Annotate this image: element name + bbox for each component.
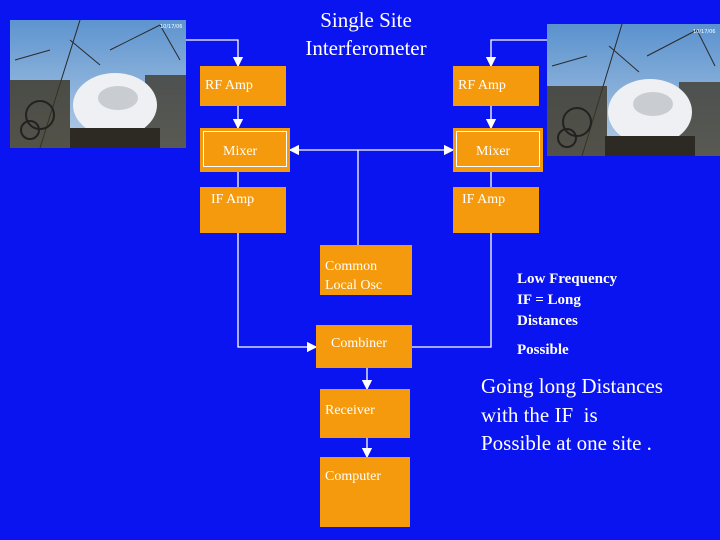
svg-text:10/17/06: 10/17/06 [693, 29, 715, 35]
going-long-note: Going long Distances with the IF is Poss… [481, 372, 716, 458]
receiver-label: Receiver [325, 403, 375, 418]
left-mixer-box: Mixer [200, 128, 290, 172]
computer-label: Computer [325, 469, 381, 484]
combiner-label: Combiner [331, 336, 387, 351]
left-antenna-feed-line [186, 39, 244, 68]
left-if-amp-label: IF Amp [211, 192, 255, 207]
low-frequency-line-1: Low Frequency [517, 271, 618, 287]
possible-text: Possible [517, 342, 569, 358]
left-antenna-photo: 10/17/06 [10, 20, 186, 148]
going-long-line-1: Going long Distances [481, 374, 663, 398]
left-rf-amp-label: RF Amp [205, 78, 253, 93]
local-osc-line-2: Local Osc [325, 278, 383, 293]
left-rf-amp-box: RF Amp [200, 66, 286, 106]
left-if-to-combiner-line [237, 233, 318, 353]
right-rf-amp-label: RF Amp [458, 78, 506, 93]
left-mixer-inner-frame: Mixer [203, 131, 287, 167]
right-mixer-inner-frame: Mixer [456, 131, 540, 167]
right-mixer-label: Mixer [476, 144, 511, 159]
common-local-osc-box: Common Local Osc [320, 245, 412, 295]
local-osc-line-1: Common [325, 259, 378, 274]
going-long-line-3: Possible at one site . [481, 431, 652, 455]
left-if-amp-box: IF Amp [200, 187, 286, 233]
low-frequency-note: Low Frequency IF = Long Distances [517, 269, 677, 332]
combiner-box: Combiner [316, 325, 412, 368]
right-antenna-photo: 10/17/06 [547, 24, 720, 156]
right-antenna-feed-line [485, 39, 547, 68]
left-mixer-label: Mixer [223, 144, 258, 159]
going-long-line-2: with the IF is [481, 402, 598, 427]
low-frequency-line-2: IF = Long [517, 292, 581, 308]
right-mixer-box: Mixer [453, 128, 543, 172]
computer-box: Computer [320, 457, 410, 527]
right-rf-amp-box: RF Amp [453, 66, 539, 106]
right-if-amp-box: IF Amp [453, 187, 539, 233]
low-frequency-line-3: Distances [517, 313, 578, 329]
receiver-box: Receiver [320, 389, 410, 438]
svg-text:10/17/06: 10/17/06 [160, 24, 182, 30]
right-if-to-combiner-line [412, 233, 492, 348]
slide-title: Single Site Interferometer [280, 6, 452, 62]
possible-note: Possible [517, 340, 617, 361]
title-line-1: Single Site [320, 8, 412, 32]
title-line-2: Interferometer [305, 36, 427, 60]
right-if-amp-label: IF Amp [462, 192, 506, 207]
